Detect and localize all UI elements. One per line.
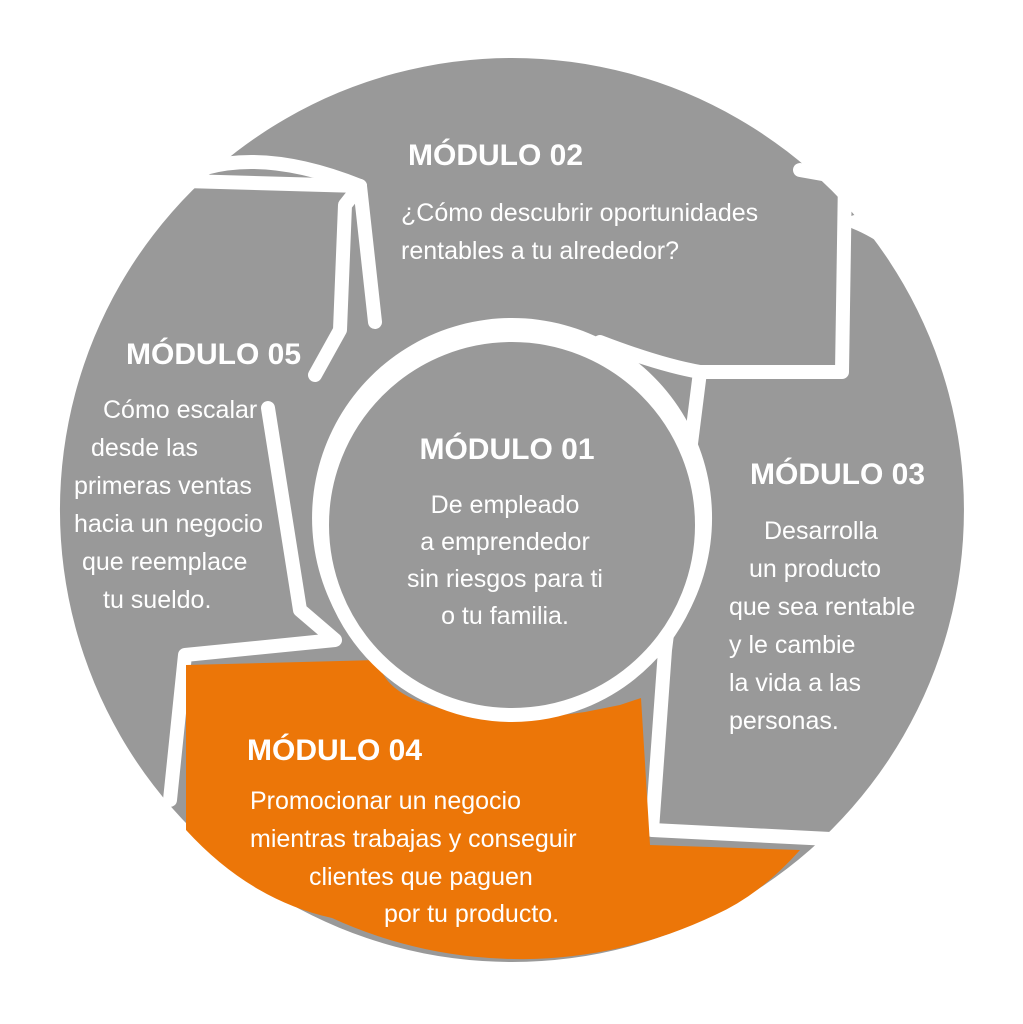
module-02-title: MÓDULO 02 [408, 138, 583, 172]
module-03-line-4: y le cambie [729, 631, 855, 659]
module-03-line-3: que sea rentable [729, 593, 915, 621]
module-03-line-2: un producto [749, 555, 881, 583]
module-02-line-1: ¿Cómo descubrir oportunidades [401, 199, 758, 227]
module-04-title: MÓDULO 04 [247, 733, 422, 767]
module-05-line-5: que reemplace [82, 548, 247, 576]
module-05-line-1: Cómo escalar [103, 396, 257, 424]
module-04-line-2: mientras trabajas y conseguir [250, 825, 577, 853]
module-01-title: MÓDULO 01 [419, 432, 594, 466]
module-02-line-2: rentables a tu alrededor? [401, 237, 679, 265]
module-01-line-3: sin riesgos para ti [407, 565, 603, 593]
module-04-line-3: clientes que paguen [309, 863, 533, 891]
module-05-title: MÓDULO 05 [126, 337, 301, 371]
module-04-line-4: por tu producto. [384, 900, 559, 928]
module-01-line-2: a emprendedor [420, 528, 590, 556]
module-01-line-4: o tu familia. [441, 602, 569, 630]
module-03-line-6: personas. [729, 707, 839, 735]
module-05-line-3: primeras ventas [74, 472, 252, 500]
module-03-line-1: Desarrolla [764, 517, 878, 545]
module-05-line-4: hacia un negocio [74, 510, 263, 538]
module-05-line-6: tu sueldo. [103, 586, 211, 614]
module-01-circle [315, 328, 709, 722]
module-03-title: MÓDULO 03 [750, 457, 925, 491]
module-01-line-1: De empleado [431, 491, 580, 519]
module-05-line-2: desde las [91, 434, 198, 462]
module-03-line-5: la vida a las [729, 669, 861, 697]
module-04-segment [186, 660, 800, 960]
module-04-line-1: Promocionar un negocio [250, 787, 521, 815]
